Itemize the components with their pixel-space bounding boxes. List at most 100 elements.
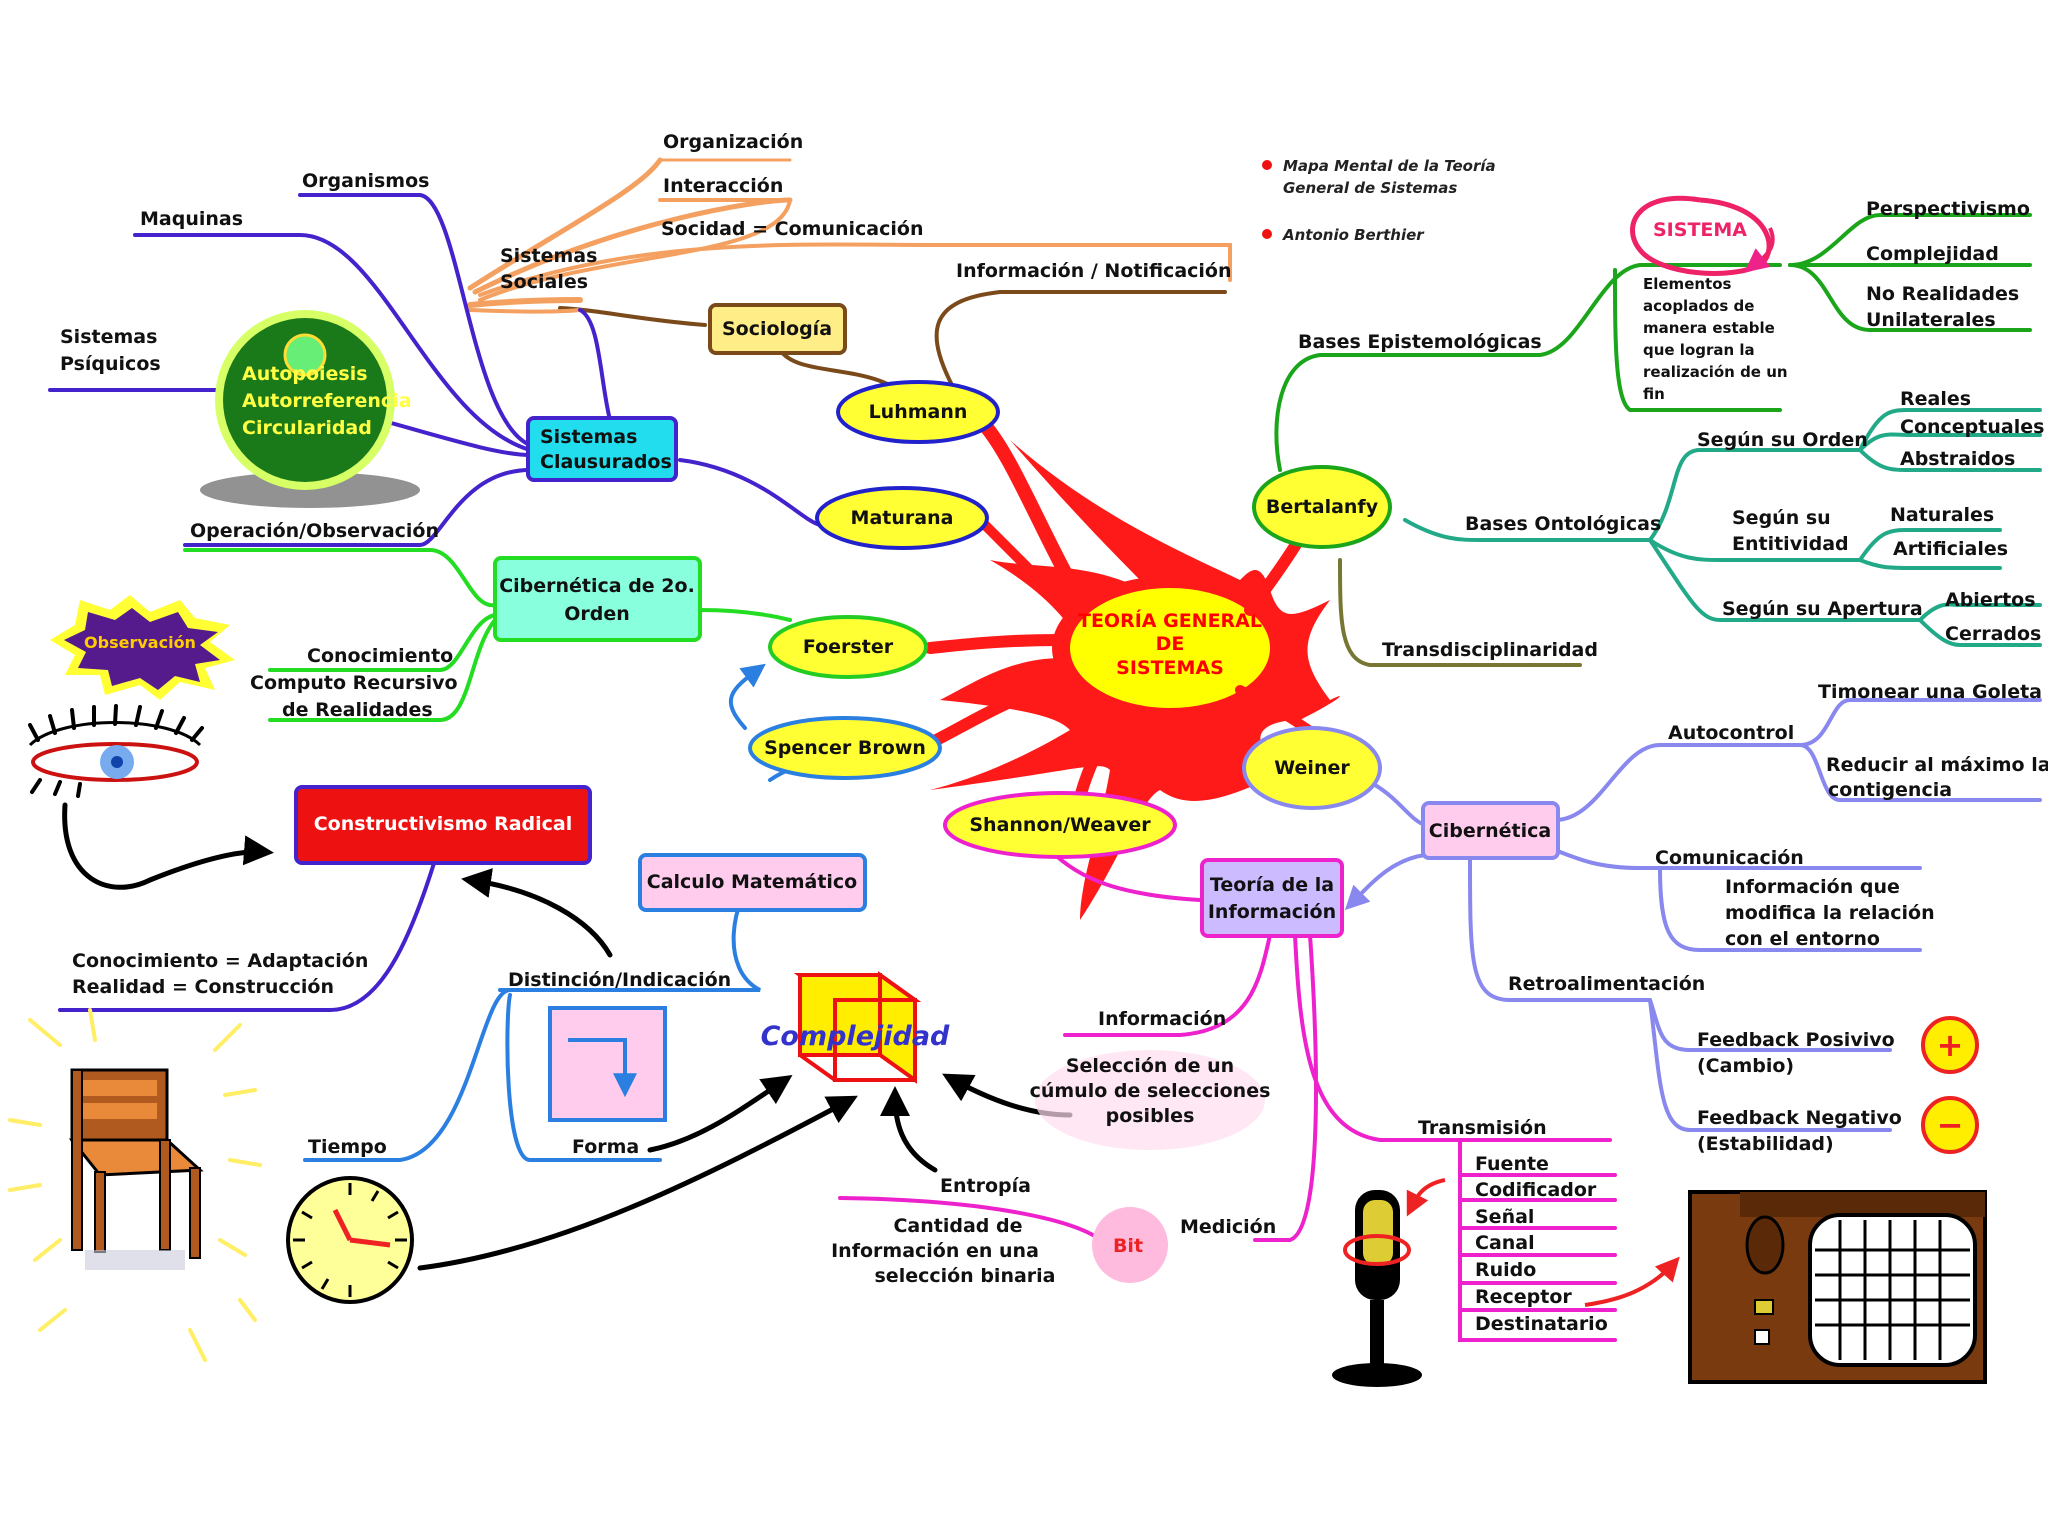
node-spencer-brown[interactable]: Spencer Brown xyxy=(748,716,942,780)
abiertos-text: Abiertos xyxy=(1945,589,2036,611)
cibernetica-label: Cibernética xyxy=(1429,820,1551,842)
organismos-text: Organismos xyxy=(302,170,429,192)
tiempo-text: Tiempo xyxy=(308,1136,387,1158)
forma-text: Forma xyxy=(572,1136,639,1158)
bertalanfy-branches xyxy=(1274,213,2042,667)
weiner-label: Weiner xyxy=(1274,757,1350,779)
clausurados-line2: Clausurados xyxy=(540,451,672,473)
cantidad-line1: Cantidad de xyxy=(893,1215,1022,1237)
shannon-weaver-label: Shannon/Weaver xyxy=(969,814,1151,836)
plus-icon: + xyxy=(1921,1016,1979,1074)
feedback-pos-line2: (Cambio) xyxy=(1697,1055,1794,1077)
cantidad-line2: Información en una xyxy=(831,1240,1039,1262)
medicion-text: Medición xyxy=(1180,1216,1276,1238)
conocimiento-text: Conocimiento xyxy=(307,645,453,667)
conceptuales-text: Conceptuales xyxy=(1900,416,2044,438)
naturales-text: Naturales xyxy=(1890,504,1994,526)
info-modifica-line3: con el entorno xyxy=(1725,928,1880,950)
sistemas-psiquicos-line1: Sistemas xyxy=(60,326,157,348)
autopoiesis-line1: Autopoiesis xyxy=(242,363,368,385)
constructivismo-branch xyxy=(58,858,437,1012)
reales-text: Reales xyxy=(1900,388,1971,410)
info-modifica-line1: Información que xyxy=(1725,876,1900,898)
cibernetica2-branches xyxy=(183,548,792,722)
author-line1: Mapa Mental de la Teoría xyxy=(1283,157,1496,175)
seleccion-line2: cúmulo de selecciones xyxy=(1030,1080,1271,1102)
node-maturana[interactable]: Maturana xyxy=(815,486,989,550)
text-labels: Organización Interacción Socidad = Comun… xyxy=(60,131,2048,1335)
observacion-starburst: Observación xyxy=(50,595,235,700)
author-name: Antonio Berthier xyxy=(1282,226,1425,244)
spencer-brown-label: Spencer Brown xyxy=(764,737,926,759)
center-title-3: SISTEMAS xyxy=(1116,657,1224,679)
organizacion-text: Organización xyxy=(663,131,803,153)
minus-icon: − xyxy=(1921,1096,1979,1154)
node-cibernetica-2o[interactable]: Cibernética de 2o. Orden xyxy=(493,556,702,642)
entropia-text: Entropía xyxy=(940,1175,1031,1197)
timonear-text: Timonear una Goleta xyxy=(1818,681,2042,703)
conocimiento-adaptacion-line2: Realidad = Construcción xyxy=(72,976,334,998)
distincion-text: Distinción/Indicación xyxy=(508,969,731,991)
node-shannon-weaver[interactable]: Shannon/Weaver xyxy=(943,791,1177,859)
node-bertalanfy[interactable]: Bertalanfy xyxy=(1252,465,1392,549)
complejidad-r-text: Complejidad xyxy=(1866,243,1999,265)
teoria-info-line1: Teoría de la xyxy=(1210,874,1334,896)
chair-icon xyxy=(8,1008,262,1362)
seleccion-line3: posibles xyxy=(1106,1105,1195,1127)
cibernetica-2o-line2: Orden xyxy=(564,603,630,625)
operacion-observacion-text: Operación/Observación xyxy=(190,520,439,542)
abstraidos-text: Abstraidos xyxy=(1900,448,2015,470)
bullet-icon xyxy=(1262,229,1272,239)
node-sistemas-clausurados[interactable]: Sistemas Clausurados xyxy=(526,416,678,482)
node-teoria-informacion[interactable]: Teoría de la Información xyxy=(1200,858,1344,938)
microphone-icon xyxy=(1332,1178,1446,1387)
node-weiner[interactable]: Weiner xyxy=(1242,726,1382,810)
segun-entitividad-line1: Según su xyxy=(1732,507,1831,529)
fuente-text: Fuente xyxy=(1475,1153,1549,1175)
black-arrows xyxy=(62,802,1073,1271)
computo-line2: de Realidades xyxy=(282,699,433,721)
radio-icon xyxy=(1584,1190,1987,1384)
cibernetica-branches xyxy=(1344,698,2042,1132)
feedback-neg-line1: Feedback Negativo xyxy=(1697,1107,1902,1129)
luhmann-label: Luhmann xyxy=(869,401,968,423)
complejidad-label: Complejidad xyxy=(761,1021,950,1052)
sistema-def-1: Elementos xyxy=(1643,275,1732,293)
shannon-branches xyxy=(838,848,1617,1342)
center-burst: TEORÍA GENERAL DE SISTEMAS xyxy=(930,440,1340,920)
bit-label: Bit xyxy=(1113,1235,1143,1257)
reducir-line2: contigencia xyxy=(1828,779,1952,801)
cerrados-text: Cerrados xyxy=(1945,623,2041,645)
complejidad-cube: Complejidad xyxy=(761,971,950,1084)
bertalanfy-label: Bertalanfy xyxy=(1266,496,1379,518)
sistema-def-2: acoplados de xyxy=(1643,297,1754,315)
conocimiento-adaptacion-line1: Conocimiento = Adaptación xyxy=(72,950,368,972)
node-cibernetica[interactable]: Cibernética xyxy=(1421,801,1560,860)
sistema-label: SISTEMA xyxy=(1653,219,1747,241)
computo-line1: Computo Recursivo xyxy=(250,672,458,694)
sistema-oval: SISTEMA xyxy=(1630,195,1775,276)
node-luhmann[interactable]: Luhmann xyxy=(836,380,1000,444)
seleccion-line1: Selección de un xyxy=(1066,1055,1234,1077)
autopoiesis-line2: Autorreferencia xyxy=(242,390,412,412)
node-calculo-matematico[interactable]: Calculo Matemático xyxy=(638,853,867,912)
segun-orden-text: Según su Orden xyxy=(1697,429,1868,451)
sociologia-label: Sociología xyxy=(722,318,832,340)
no-realidades-line2: Unilaterales xyxy=(1866,309,1996,331)
node-foerster[interactable]: Foerster xyxy=(768,615,928,679)
ruido-text: Ruido xyxy=(1475,1259,1536,1281)
receptor-text: Receptor xyxy=(1475,1286,1572,1308)
node-sociologia[interactable]: Sociología xyxy=(708,303,847,355)
node-constructivismo[interactable]: Constructivismo Radical xyxy=(294,785,592,865)
feedback-pos-line1: Feedback Posivivo xyxy=(1697,1029,1895,1051)
segun-entitividad-line2: Entitividad xyxy=(1732,533,1849,555)
center-title-2: DE xyxy=(1156,633,1185,655)
destinatario-text: Destinatario xyxy=(1475,1313,1608,1335)
retroalimentacion-text: Retroalimentación xyxy=(1508,973,1705,995)
perspectivismo-text: Perspectivismo xyxy=(1866,198,2030,220)
bases-ontologicas-text: Bases Ontológicas xyxy=(1465,513,1661,535)
autopoiesis-sphere: Autopoiesis Autorreferencia Circularidad xyxy=(200,310,420,508)
segun-apertura-text: Según su Apertura xyxy=(1722,598,1923,620)
bases-epistemologicas-text: Bases Epistemológicas xyxy=(1298,331,1542,353)
